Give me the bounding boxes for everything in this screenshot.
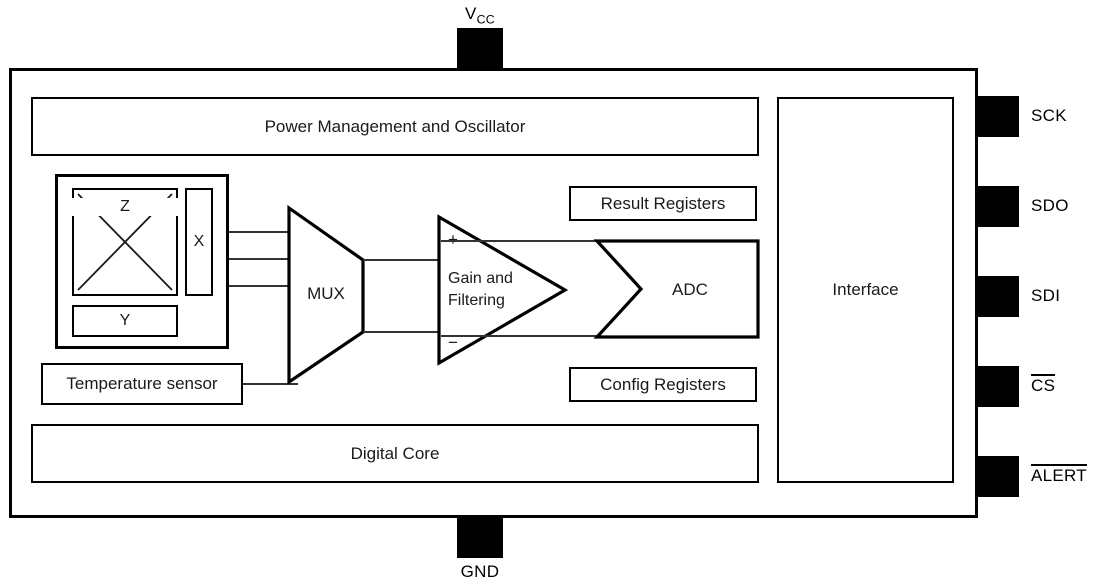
wire-temp-mux (243, 383, 298, 385)
interface-label: Interface (832, 280, 899, 299)
sdo-pin (977, 186, 1019, 227)
wire-mux-amp-plus (363, 259, 441, 261)
gnd-pin-label: GND (460, 562, 500, 581)
power-management-block: Power Management and Oscillator (31, 97, 759, 156)
alert-pin-label: ALERT (1031, 464, 1087, 486)
vcc-pin (457, 28, 503, 72)
cs-pin-label: CS (1031, 374, 1056, 396)
mux-block (287, 204, 365, 386)
gnd-pin (457, 514, 503, 558)
interface-block: Interface (777, 97, 954, 483)
z-axis-label: Z (72, 198, 178, 216)
x-axis-label: X (193, 233, 205, 250)
sck-pin (977, 96, 1019, 137)
sdi-pin (977, 276, 1019, 317)
config-registers-block: Config Registers (569, 367, 757, 402)
digital-core-block: Digital Core (31, 424, 759, 483)
vcc-subscript: CC (476, 12, 495, 27)
y-axis-label: Y (119, 312, 131, 329)
y-axis-sensor: Y (72, 305, 178, 337)
digital-core-label: Digital Core (350, 443, 440, 463)
wire-mux-amp-minus (363, 331, 441, 333)
cs-overbar-text: CS (1031, 374, 1056, 395)
x-axis-sensor: X (185, 188, 213, 296)
vcc-pin-label: VCC (465, 4, 495, 27)
alert-overbar-text: ALERT (1031, 464, 1087, 485)
temperature-sensor-block: Temperature sensor (41, 363, 243, 405)
wire-sensor-mux-3 (229, 285, 291, 287)
wire-amp-adc-bottom (441, 335, 655, 337)
alert-pin (977, 456, 1019, 497)
wire-sensor-mux-2 (229, 258, 291, 260)
sdi-pin-label: SDI (1031, 286, 1061, 305)
gain-filtering-amplifier (437, 214, 569, 366)
wire-sensor-mux-1 (229, 231, 291, 233)
result-registers-block: Result Registers (569, 186, 757, 221)
wire-amp-adc-top (441, 240, 655, 242)
result-registers-label: Result Registers (600, 193, 726, 213)
config-registers-label: Config Registers (600, 374, 726, 394)
sdo-pin-label: SDO (1031, 196, 1069, 215)
temperature-sensor-label: Temperature sensor (66, 374, 218, 393)
cs-pin (977, 366, 1019, 407)
power-management-label: Power Management and Oscillator (264, 116, 526, 136)
adc-block (593, 239, 760, 339)
sck-pin-label: SCK (1031, 106, 1067, 125)
